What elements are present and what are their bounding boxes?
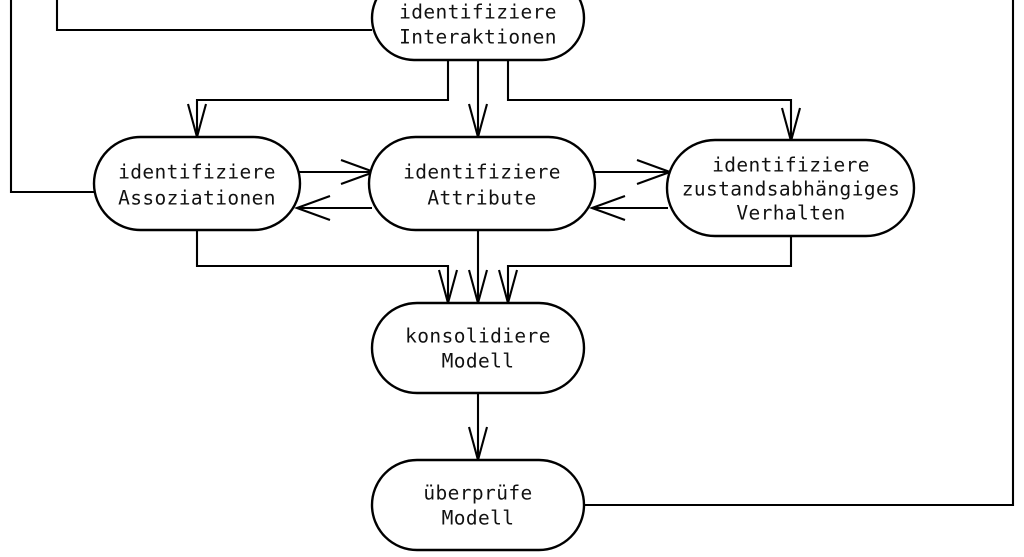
node-identifiziere-zustandsabhaengiges-verhalten[interactable]: identifiziere zustandsabhängiges Verhalt… [665, 138, 916, 238]
node-ueberpruefe-modell[interactable]: überprüfe Modell [370, 458, 586, 552]
edge-outer-loop-left-to-assoziationen [9, 0, 96, 194]
node-label-interaktionen-line1: identifiziere [399, 1, 557, 24]
node-label-konsolidiere-line1: konsolidiere [405, 325, 551, 348]
node-shape-verhalten [665, 138, 916, 238]
node-identifiziere-assoziationen[interactable]: identifiziere Assoziationen [92, 135, 302, 232]
node-label-verhalten-line3: Verhalten [736, 202, 845, 225]
node-label-verhalten-line2: zustandsabhängiges [682, 178, 901, 201]
node-label-ueberpruefe-line1: überprüfe [423, 482, 532, 505]
node-label-assoziationen-line2: Assoziationen [118, 187, 276, 210]
edge-verhalten-to-konsolidiere [497, 236, 793, 307]
node-layer: identifiziere Interaktionen identifizier… [92, 0, 916, 552]
node-shape-ueberpruefe [370, 458, 586, 552]
node-label-attribute-line1: identifiziere [403, 161, 561, 184]
edge-interaktionen-feedback-left [55, 0, 372, 32]
edge-assoziationen-to-attribute [297, 159, 378, 185]
edge-ueberpruefe-feedback-right [584, 0, 1015, 507]
edge-interaktionen-to-attribute [467, 60, 489, 141]
edge-attribute-to-assoziationen [293, 195, 372, 221]
edge-interaktionen-to-assoziationen [186, 60, 450, 141]
edge-attribute-to-verhalten [592, 159, 674, 185]
node-shape-interaktionen [370, 0, 586, 62]
node-identifiziere-attribute[interactable]: identifiziere Attribute [367, 135, 597, 232]
node-identifiziere-interaktionen[interactable]: identifiziere Interaktionen [370, 0, 586, 62]
edge-attribute-to-konsolidiere [467, 231, 489, 307]
node-label-attribute-line2: Attribute [427, 187, 536, 210]
edge-interaktionen-to-verhalten [506, 60, 802, 145]
node-konsolidiere-modell[interactable]: konsolidiere Modell [370, 301, 586, 395]
node-label-interaktionen-line2: Interaktionen [399, 26, 557, 49]
node-shape-assoziationen [92, 135, 302, 232]
edge-layer [9, 0, 1015, 507]
node-label-konsolidiere-line2: Modell [442, 350, 515, 373]
node-label-assoziationen-line1: identifiziere [118, 161, 276, 184]
edge-verhalten-to-attribute [588, 195, 668, 221]
node-label-verhalten-line1: identifiziere [712, 154, 870, 177]
edge-assoziationen-to-konsolidiere [195, 231, 459, 307]
node-label-ueberpruefe-line2: Modell [442, 507, 515, 530]
edge-konsolidiere-to-ueberpruefe [467, 392, 489, 464]
node-shape-attribute [367, 135, 597, 232]
node-shape-konsolidiere [370, 301, 586, 395]
